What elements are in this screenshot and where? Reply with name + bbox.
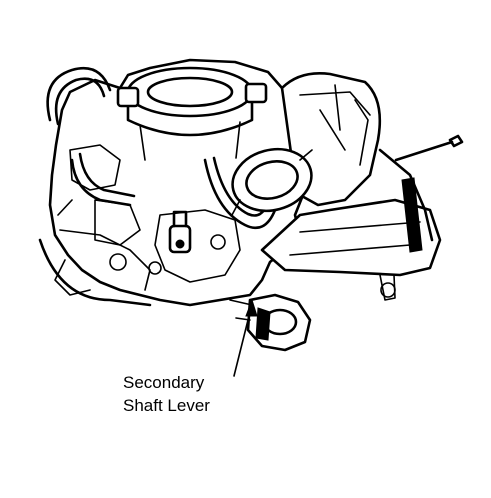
pump-plunger bbox=[168, 210, 192, 254]
vacuum-pod bbox=[231, 147, 313, 216]
side-bracket bbox=[378, 134, 464, 253]
secondary-shaft-lever bbox=[229, 293, 312, 352]
base-plate bbox=[260, 198, 442, 301]
callout-leader bbox=[233, 298, 258, 377]
callout-label-line1: Secondary bbox=[123, 373, 205, 392]
callout-label-line2: Shaft Lever bbox=[123, 396, 210, 415]
air-horn bbox=[116, 66, 268, 161]
